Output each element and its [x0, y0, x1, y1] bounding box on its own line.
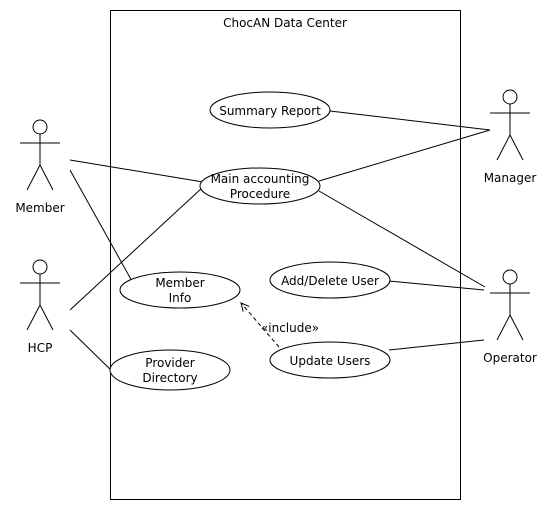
actor-manager[interactable]: Manager	[484, 89, 537, 185]
stick-figure-icon	[490, 269, 530, 341]
use-case-label: Provider	[145, 356, 194, 370]
actor-label: Operator	[483, 351, 537, 365]
use-case-label: Member	[155, 276, 204, 290]
stick-figure-icon	[20, 119, 60, 191]
assoc-operator-update-users	[388, 339, 485, 351]
use-case-update-users[interactable]: Update Users	[269, 341, 391, 379]
use-case-label: Summary Report	[219, 104, 321, 118]
assoc-manager-summary-report	[329, 110, 491, 131]
use-case-provider-directory[interactable]: Provider Directory	[109, 349, 231, 391]
use-case-summary-report[interactable]: Summary Report	[209, 91, 331, 129]
actor-operator[interactable]: Operator	[483, 269, 537, 365]
assoc-member-main-accounting	[69, 159, 204, 183]
assoc-manager-main-accounting	[318, 129, 491, 182]
use-case-label: Procedure	[230, 187, 290, 201]
use-case-main-accounting[interactable]: Main accounting Procedure	[199, 167, 321, 205]
stick-figure-icon	[20, 259, 60, 331]
assoc-member-member-info	[69, 169, 134, 284]
actor-member[interactable]: Member	[15, 119, 65, 215]
use-case-label: Info	[169, 291, 192, 305]
associations	[69, 110, 491, 376]
assoc-operator-main-accounting	[318, 190, 486, 288]
use-case-add-delete-user[interactable]: Add/Delete User	[269, 261, 391, 299]
assoc-operator-add-delete-user	[388, 280, 485, 291]
include-arrow	[241, 303, 280, 348]
assoc-hcp-main-accounting	[69, 186, 204, 311]
actor-label: Manager	[484, 171, 537, 185]
use-case-member-info[interactable]: Member Info	[119, 271, 241, 309]
system-boundary: ChocAN Data Center	[110, 10, 461, 500]
system-title: ChocAN Data Center	[223, 16, 347, 30]
use-case-label: Main accounting	[211, 172, 310, 186]
include-label: «include»	[261, 321, 319, 335]
actor-label: Member	[15, 201, 64, 215]
stick-figure-icon	[490, 89, 530, 161]
use-case-label: Directory	[142, 371, 197, 385]
include-dependency: «include»	[241, 303, 319, 348]
use-case-label: Update Users	[290, 354, 371, 368]
actor-label: HCP	[28, 341, 53, 355]
use-case-label: Add/Delete User	[281, 274, 379, 288]
actor-hcp[interactable]: HCP	[20, 259, 60, 355]
assoc-hcp-provider-directory	[69, 329, 117, 376]
